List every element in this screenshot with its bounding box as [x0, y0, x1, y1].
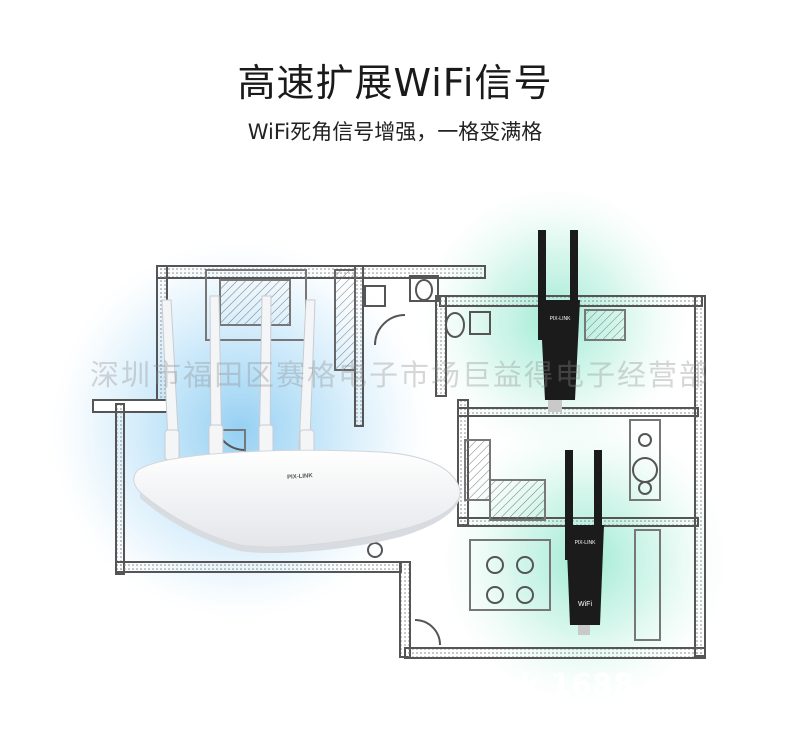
watermark-text-secondary: k 1688 [520, 668, 634, 703]
router-brand-label: PIX-LINK [287, 473, 314, 481]
extender-bottom-wifi-label: WiFi [578, 601, 592, 608]
router-antennas [161, 295, 316, 469]
wifi-extender-top: PIX-LINK [538, 230, 580, 412]
page-title: 高速扩展WiFi信号 [237, 61, 553, 105]
wifi-router: PIX-LINK [133, 295, 461, 554]
extender-bottom-brand-label: PIX-LINK [575, 540, 597, 546]
extender-top-brand-label: PIX-LINK [550, 316, 572, 322]
watermark-text: 深圳市福田区赛格电子市场巨益得电子经营部 [89, 358, 710, 392]
wifi-extender-bottom: PIX-LINK WiFi [565, 450, 604, 635]
page-subtitle: WiFi死角信号增强，一格变满格 [247, 120, 543, 144]
